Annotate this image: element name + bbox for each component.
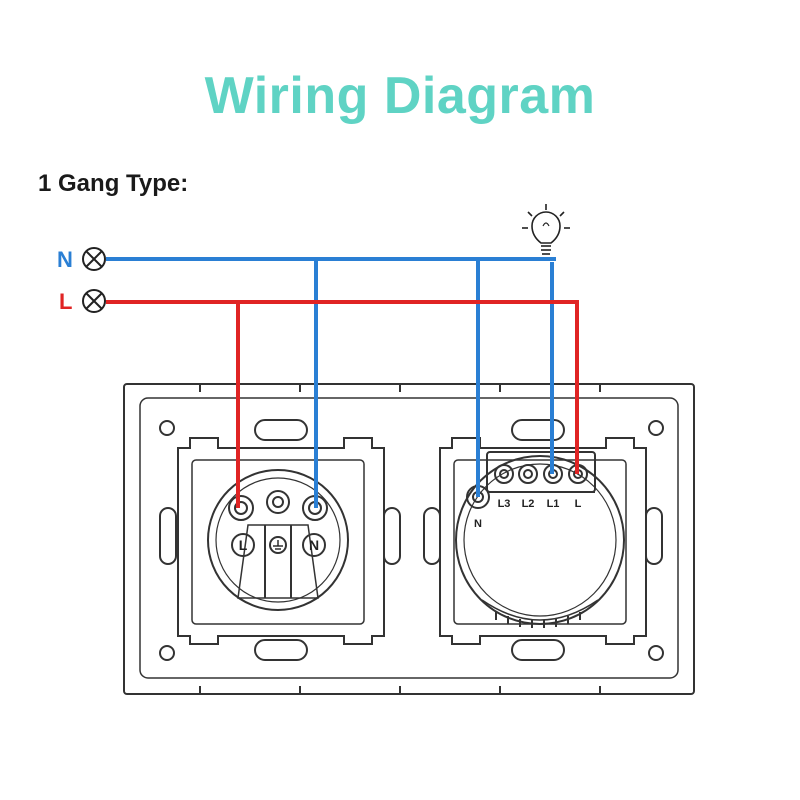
switch-ribs xyxy=(495,612,581,628)
live-supply-label: L xyxy=(59,289,72,314)
switch-module xyxy=(423,419,663,661)
socket-neutral-label: N xyxy=(309,537,319,553)
earth-icon xyxy=(273,540,283,550)
live-wires xyxy=(106,300,579,508)
double-wall-panel xyxy=(123,383,695,695)
diagram-title: Wiring Diagram xyxy=(204,67,596,125)
switch-l1-label: L1 xyxy=(547,498,560,510)
neutral-supply-label: N xyxy=(57,247,73,272)
socket-live-terminal xyxy=(231,533,255,557)
socket-live-label: L xyxy=(239,537,248,553)
socket-module xyxy=(159,419,401,661)
switch-l-label: L xyxy=(575,498,582,510)
switch-n-label: N xyxy=(474,518,482,530)
socket-neutral-terminal xyxy=(302,533,326,557)
gang-type-label: 1 Gang Type: xyxy=(38,170,189,197)
indicator-lamp-icon xyxy=(82,289,106,313)
indicator-lamp-icon xyxy=(82,247,106,271)
light-bulb-icon xyxy=(522,204,570,255)
switch-l3-label: L3 xyxy=(498,498,511,510)
switch-l2-label: L2 xyxy=(522,498,535,510)
